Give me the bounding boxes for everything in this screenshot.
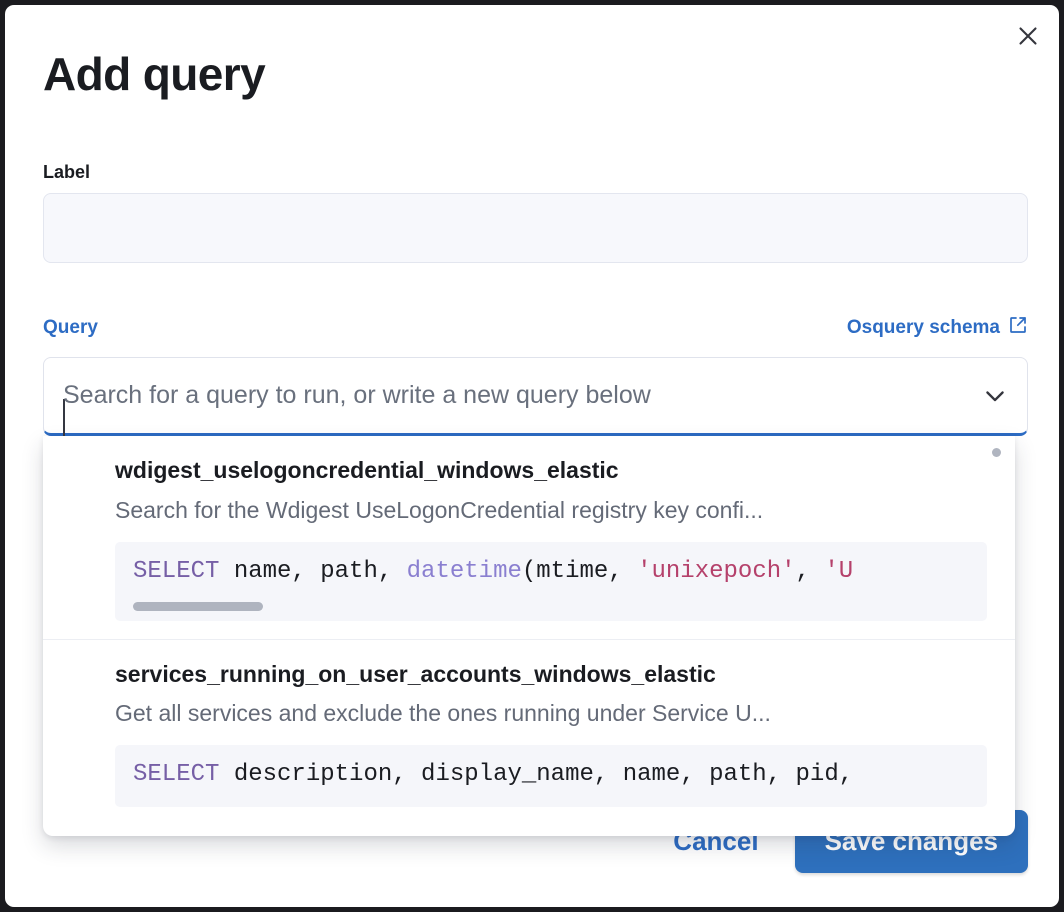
query-option-title: services_running_on_user_accounts_window… bbox=[115, 660, 716, 687]
sql-code-line: SELECT description, display_name, name, … bbox=[133, 761, 854, 789]
code-block-padding bbox=[115, 793, 987, 807]
page-title: Add query bbox=[43, 48, 266, 100]
sql-code-line: SELECT name, path, datetime(mtime, 'unix… bbox=[133, 557, 854, 585]
query-field-header: Query Osquery schema bbox=[43, 315, 1028, 341]
query-option-description: Search for the Wdigest UseLogonCredentia… bbox=[115, 496, 764, 523]
osquery-schema-link-label: Osquery schema bbox=[846, 317, 1000, 338]
query-option-title: wdigest_uselogoncredential_windows_elast… bbox=[115, 457, 619, 483]
label-field-group: Label bbox=[43, 162, 1028, 263]
add-query-modal: Add query Label Query Osquery schema bbox=[5, 5, 1059, 907]
code-scrollbar-thumb[interactable] bbox=[133, 601, 263, 611]
close-icon bbox=[1016, 24, 1040, 48]
query-options-dropdown: wdigest_uselogoncredential_windows_elast… bbox=[43, 436, 1015, 836]
query-option[interactable]: services_running_on_user_accounts_window… bbox=[43, 638, 1015, 808]
close-button[interactable] bbox=[1009, 17, 1047, 55]
label-input[interactable] bbox=[43, 193, 1028, 263]
query-options-list: wdigest_uselogoncredential_windows_elast… bbox=[43, 436, 1015, 808]
code-horizontal-scrollbar[interactable] bbox=[133, 601, 969, 612]
osquery-schema-link[interactable]: Osquery schema bbox=[847, 315, 1028, 341]
label-field-label: Label bbox=[43, 162, 91, 182]
dropdown-scroll-indicator[interactable] bbox=[992, 448, 1001, 457]
external-link-icon bbox=[1008, 315, 1028, 341]
query-option-code-block: SELECT name, path, datetime(mtime, 'unix… bbox=[115, 541, 987, 621]
query-option-description: Get all services and exclude the ones ru… bbox=[115, 700, 771, 727]
query-combobox[interactable] bbox=[43, 357, 1028, 441]
query-search-input[interactable] bbox=[63, 381, 969, 410]
text-cursor bbox=[63, 399, 65, 441]
query-field-label: Query bbox=[43, 317, 98, 338]
query-option-code-block: SELECT description, display_name, name, … bbox=[115, 745, 987, 808]
query-option[interactable]: wdigest_uselogoncredential_windows_elast… bbox=[43, 436, 1015, 621]
chevron-down-icon[interactable] bbox=[981, 382, 1009, 410]
